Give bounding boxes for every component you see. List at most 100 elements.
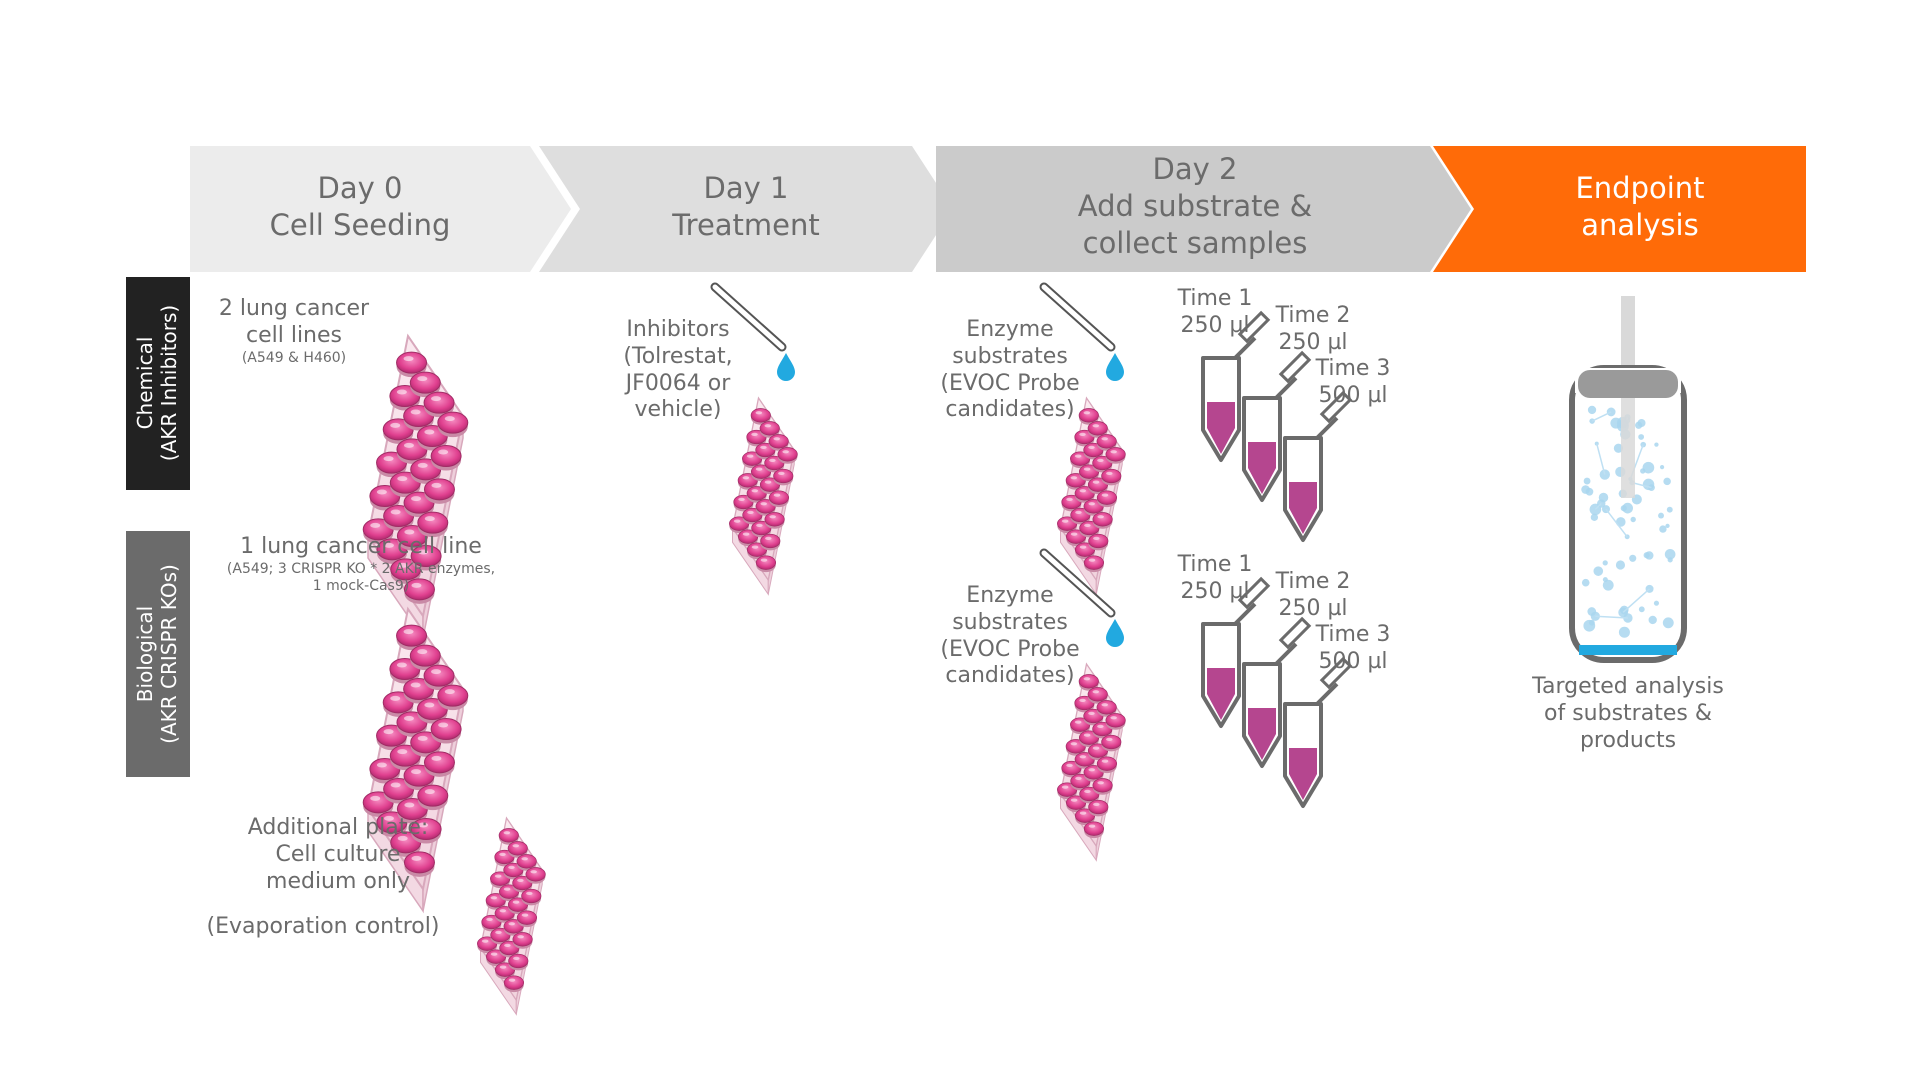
well-highlight: [764, 480, 772, 484]
well: [396, 624, 428, 647]
well-highlight: [747, 510, 754, 515]
well: [1105, 713, 1126, 728]
well-highlight: [411, 855, 422, 861]
well-highlight: [403, 356, 414, 362]
molecule-dot: [1590, 513, 1599, 521]
well-highlight: [1084, 789, 1091, 794]
well: [768, 434, 789, 449]
molecule-bond: [1595, 615, 1628, 619]
well-highlight: [1088, 824, 1096, 828]
molecule-dot: [1663, 477, 1671, 486]
molecule-dot: [1666, 506, 1673, 513]
well: [417, 511, 449, 534]
well: [410, 545, 442, 567]
well-highlight: [738, 497, 745, 502]
well-highlight: [1088, 445, 1095, 450]
molecule-bond: [1622, 588, 1651, 613]
well-highlight: [383, 729, 394, 735]
well-highlight: [769, 515, 776, 519]
molecule-dot: [1602, 579, 1614, 591]
well-highlight: [396, 389, 407, 395]
well-plate: [1057, 662, 1126, 862]
well-highlight: [494, 874, 502, 878]
row-biological-label: Biological(AKR CRISPR KOs): [133, 564, 181, 744]
well-highlight: [1101, 703, 1108, 707]
droplet-icon: [1106, 619, 1124, 647]
well-highlight: [431, 755, 442, 761]
molecule-dot: [1653, 600, 1660, 606]
well: [503, 975, 525, 990]
well-highlight: [773, 493, 781, 497]
well-highlight: [1079, 432, 1086, 437]
evaporation-control-note: (Evaporation control): [206, 914, 440, 939]
well-highlight: [1075, 776, 1082, 781]
well-highlight: [1083, 411, 1091, 415]
well-highlight: [1066, 763, 1073, 768]
molecule-dot: [1664, 548, 1676, 560]
well: [516, 910, 538, 925]
well-highlight: [1097, 458, 1104, 463]
well: [1083, 555, 1105, 570]
well-highlight: [1083, 467, 1091, 471]
well-highlight: [417, 649, 428, 655]
well-highlight: [1074, 454, 1082, 458]
molecule-dot: [1613, 443, 1624, 453]
well-highlight: [1079, 811, 1087, 815]
well-highlight: [504, 943, 511, 948]
well: [396, 351, 428, 374]
well: [409, 644, 441, 667]
well-highlight: [431, 396, 442, 402]
well: [403, 851, 435, 874]
well: [759, 421, 780, 436]
well-highlight: [376, 489, 387, 495]
well-highlight: [403, 442, 414, 448]
well-highlight: [403, 715, 414, 721]
well-highlight: [1092, 424, 1100, 428]
sample-tube-icon: [1283, 390, 1353, 542]
well-highlight: [397, 476, 408, 482]
well-highlight: [1092, 746, 1100, 750]
well-highlight: [403, 629, 414, 635]
well-highlight: [1088, 558, 1096, 562]
well-highlight: [397, 835, 408, 841]
molecule-bond: [1631, 481, 1652, 489]
stage-day0-chevron: [190, 146, 571, 272]
well-highlight: [499, 965, 507, 969]
well-highlight: [1110, 716, 1117, 720]
well: [750, 408, 771, 423]
well: [764, 512, 785, 527]
well-highlight: [376, 762, 387, 768]
molecule-dot: [1635, 421, 1643, 429]
molecule-bond: [1605, 508, 1628, 538]
well-highlight: [1070, 476, 1078, 480]
well: [437, 684, 469, 707]
well-highlight: [755, 467, 763, 471]
well-highlight: [1079, 698, 1086, 703]
well-highlight: [404, 529, 415, 535]
well-highlight: [751, 489, 759, 493]
well-highlight: [1079, 489, 1087, 493]
well: [409, 371, 441, 394]
well-highlight: [390, 422, 401, 428]
well-highlight: [1088, 768, 1095, 772]
well-highlight: [1083, 677, 1091, 681]
well: [423, 391, 455, 414]
well: [1088, 533, 1109, 549]
well-highlight: [495, 930, 502, 935]
well: [768, 490, 790, 505]
sample-vial-icon: [1569, 296, 1687, 663]
well-highlight: [499, 909, 507, 913]
well: [773, 468, 794, 484]
well-highlight: [530, 870, 537, 874]
well-highlight: [755, 411, 763, 415]
molecule-dot: [1585, 487, 1594, 496]
well-highlight: [499, 852, 506, 857]
tube-group: [1201, 310, 1353, 542]
well-highlight: [751, 432, 758, 437]
